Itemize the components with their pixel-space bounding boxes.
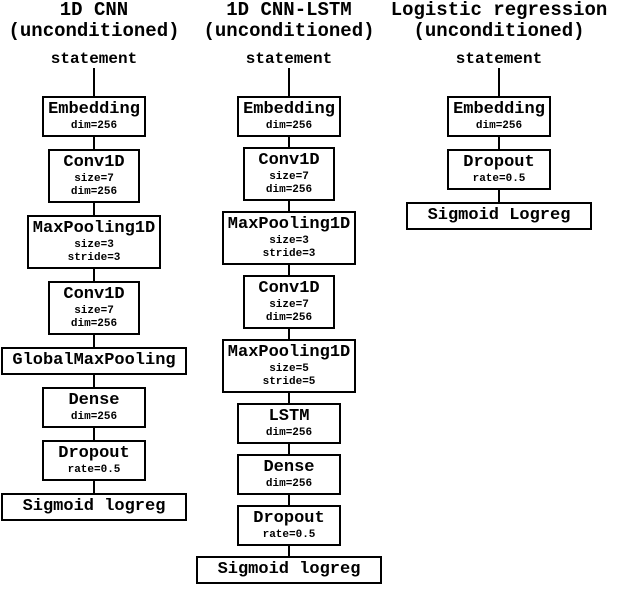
connector-line — [288, 546, 290, 556]
connector-line — [288, 137, 290, 147]
node-param: dim=256 — [265, 184, 313, 196]
node-label: Sigmoid logreg — [217, 560, 361, 579]
node-param: size=3 — [269, 235, 309, 247]
node-dropout: Dropout rate=0.5 — [237, 505, 341, 546]
column-subtitle: (unconditioned) — [413, 20, 585, 42]
connector-line — [93, 68, 95, 96]
connector-line — [498, 137, 500, 149]
node-label: MaxPooling1D — [227, 215, 351, 234]
node-conv1d: Conv1D size=7 dim=256 — [48, 149, 140, 203]
connector-line — [93, 137, 95, 149]
input-label: statement — [455, 50, 543, 68]
node-lstm: LSTM dim=256 — [237, 403, 341, 444]
connector-line — [288, 265, 290, 275]
node-param: dim=256 — [265, 120, 313, 132]
node-label: LSTM — [268, 407, 310, 426]
node-embedding: Embedding dim=256 — [237, 96, 341, 137]
node-conv1d: Conv1D size=7 dim=256 — [243, 275, 335, 329]
node-maxpooling1d: MaxPooling1D size=3 stride=3 — [27, 215, 161, 269]
column-logistic-regression: Logistic regression (unconditioned) stat… — [391, 0, 607, 230]
node-param: size=7 — [74, 173, 114, 185]
column-subtitle: (unconditioned) — [8, 20, 180, 42]
input-label: statement — [50, 50, 138, 68]
node-globalmaxpooling: GlobalMaxPooling — [1, 347, 187, 375]
node-sigmoid-logreg: Sigmoid logreg — [196, 556, 382, 584]
node-label: Dropout — [463, 153, 535, 172]
column-1d-cnn-lstm: 1D CNN-LSTM (unconditioned) statement Em… — [196, 0, 382, 584]
node-label: GlobalMaxPooling — [12, 351, 176, 370]
node-embedding: Embedding dim=256 — [42, 96, 146, 137]
node-dense: Dense dim=256 — [42, 387, 146, 428]
node-conv1d: Conv1D size=7 dim=256 — [48, 281, 140, 335]
node-param: stride=3 — [262, 248, 316, 260]
node-param: size=7 — [269, 171, 309, 183]
node-label: Embedding — [48, 100, 140, 119]
node-param: dim=256 — [70, 120, 118, 132]
connector-line — [498, 68, 500, 96]
node-label: Dropout — [253, 509, 325, 528]
node-label: Dense — [263, 458, 315, 477]
node-label: MaxPooling1D — [32, 219, 156, 238]
connector-line — [288, 201, 290, 211]
node-label: Sigmoid logreg — [22, 497, 166, 516]
node-embedding: Embedding dim=256 — [447, 96, 551, 137]
connector-line — [288, 444, 290, 454]
node-param: dim=256 — [265, 478, 313, 490]
node-param: dim=256 — [70, 318, 118, 330]
connector-line — [93, 203, 95, 215]
node-dense: Dense dim=256 — [237, 454, 341, 495]
node-dropout: Dropout rate=0.5 — [447, 149, 551, 190]
column-1d-cnn: 1D CNN (unconditioned) statement Embeddi… — [0, 0, 188, 521]
column-subtitle: (unconditioned) — [203, 20, 375, 42]
input-label: statement — [245, 50, 333, 68]
connector-line — [93, 335, 95, 347]
connector-line — [288, 329, 290, 339]
column-title: 1D CNN-LSTM — [226, 0, 352, 21]
connector-line — [288, 393, 290, 403]
connector-line — [288, 495, 290, 505]
connector-line — [93, 481, 95, 493]
connector-line — [93, 375, 95, 387]
node-param: size=3 — [74, 239, 114, 251]
node-param: dim=256 — [265, 427, 313, 439]
node-param: rate=0.5 — [262, 529, 316, 541]
node-label: Conv1D — [63, 153, 125, 172]
connector-line — [93, 269, 95, 281]
node-sigmoid-logreg: Sigmoid logreg — [1, 493, 187, 521]
node-label: Conv1D — [258, 151, 320, 170]
node-maxpooling1d: MaxPooling1D size=3 stride=3 — [222, 211, 356, 265]
node-sigmoid-logreg: Sigmoid Logreg — [406, 202, 592, 230]
node-label: Conv1D — [63, 285, 125, 304]
node-param: size=5 — [269, 363, 309, 375]
connector-line — [288, 68, 290, 96]
node-dropout: Dropout rate=0.5 — [42, 440, 146, 481]
node-param: size=7 — [74, 305, 114, 317]
node-label: Conv1D — [258, 279, 320, 298]
node-maxpooling1d: MaxPooling1D size=5 stride=5 — [222, 339, 356, 393]
node-param: stride=5 — [262, 376, 316, 388]
node-param: dim=256 — [265, 312, 313, 324]
connector-line — [498, 190, 500, 202]
node-param: rate=0.5 — [67, 464, 121, 476]
node-label: Dense — [68, 391, 120, 410]
node-label: Sigmoid Logreg — [427, 206, 571, 225]
node-label: Dropout — [58, 444, 130, 463]
node-param: rate=0.5 — [472, 173, 526, 185]
column-title: Logistic regression — [390, 0, 608, 21]
node-param: size=7 — [269, 299, 309, 311]
node-param: dim=256 — [475, 120, 523, 132]
node-param: stride=3 — [67, 252, 121, 264]
node-param: dim=256 — [70, 186, 118, 198]
column-title: 1D CNN — [59, 0, 129, 21]
node-label: MaxPooling1D — [227, 343, 351, 362]
connector-line — [93, 428, 95, 440]
node-label: Embedding — [243, 100, 335, 119]
node-param: dim=256 — [70, 411, 118, 423]
node-label: Embedding — [453, 100, 545, 119]
node-conv1d: Conv1D size=7 dim=256 — [243, 147, 335, 201]
